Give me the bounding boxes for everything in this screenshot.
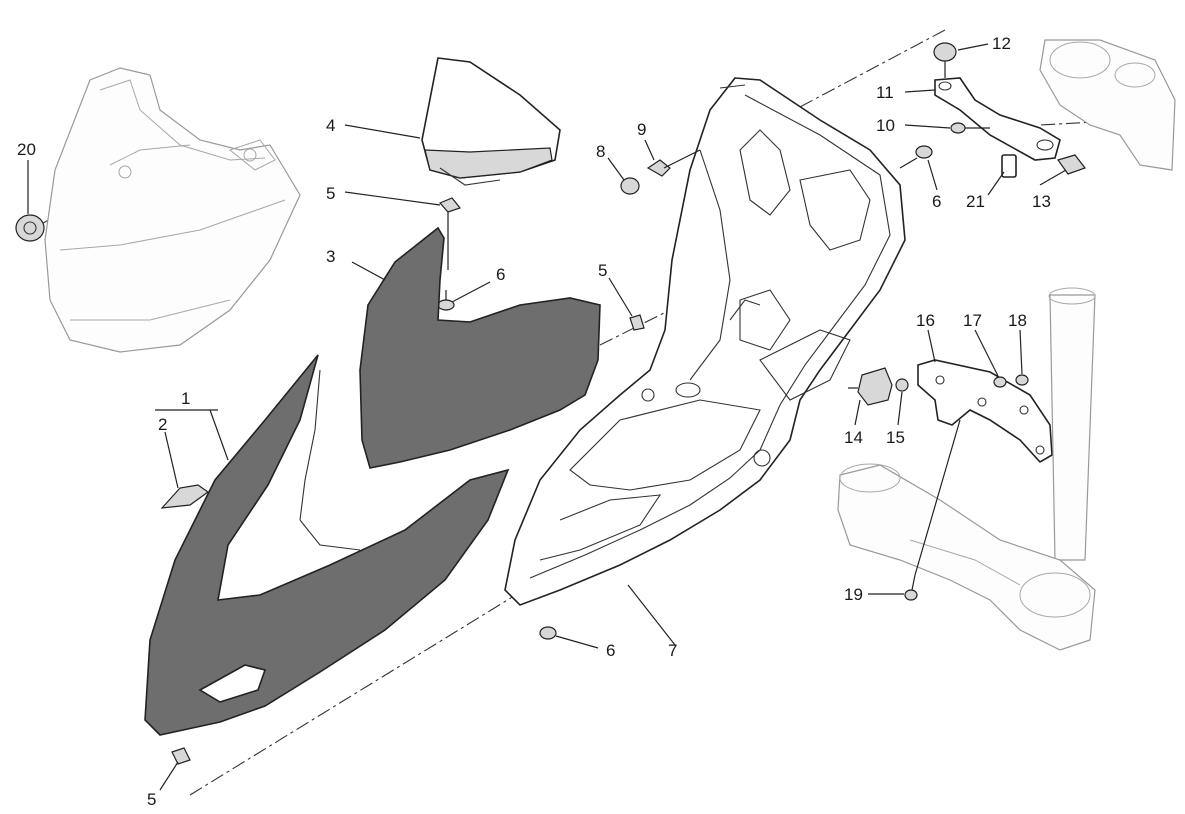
clip-21	[1001, 154, 1017, 178]
callout-9: 9	[637, 120, 646, 139]
callout-16: 16	[916, 311, 935, 330]
bracket-11	[934, 77, 1061, 161]
callout-7: 7	[668, 641, 677, 660]
callout-2: 2	[158, 415, 167, 434]
top-clamp	[1039, 39, 1176, 171]
screw-19	[904, 419, 961, 601]
callout-17: 17	[963, 311, 982, 330]
callout-8: 8	[596, 142, 605, 161]
cover-4	[421, 57, 561, 186]
clip-5-top	[438, 197, 462, 213]
fastener-13	[1057, 154, 1086, 175]
callout-10: 10	[876, 116, 895, 135]
callout-15: 15	[886, 428, 905, 447]
callout-6-right: 6	[932, 192, 941, 211]
leader-lines	[27, 43, 1067, 791]
washer-15	[895, 378, 909, 392]
lens-2	[160, 484, 210, 509]
callout-12: 12	[992, 34, 1011, 53]
clip-5-bottom	[171, 747, 191, 765]
callout-5-bottom: 5	[147, 790, 156, 809]
screw-18	[1015, 374, 1029, 386]
rubber-12	[933, 42, 957, 78]
inner-frame-7	[504, 77, 906, 606]
callout-1: 1	[181, 389, 190, 408]
nut-8	[620, 177, 640, 195]
callout-14: 14	[844, 428, 863, 447]
panel-3	[359, 226, 601, 469]
clip-5-mid	[629, 314, 645, 331]
callout-18: 18	[1008, 311, 1027, 330]
screw-10	[950, 122, 990, 134]
callout-6-upper: 6	[496, 265, 505, 284]
fairing-1	[144, 354, 510, 736]
headlight-unit	[44, 67, 301, 353]
callout-4: 4	[326, 116, 335, 135]
callout-19: 19	[844, 585, 863, 604]
callout-5-mid: 5	[598, 261, 607, 280]
callout-21: 21	[966, 192, 985, 211]
callout-3: 3	[326, 247, 335, 266]
screw-6-upper	[437, 290, 455, 311]
callout-13: 13	[1032, 192, 1051, 211]
screw-6-bottom	[539, 626, 557, 640]
callout-5-top: 5	[326, 184, 335, 203]
screw-6-right	[899, 145, 933, 169]
fork-lower-clamp	[837, 287, 1096, 651]
damper-14	[848, 367, 893, 406]
grommet-20	[15, 214, 45, 242]
callout-6-bottom: 6	[606, 641, 615, 660]
callout-11: 11	[876, 83, 894, 102]
bolt-9	[646, 149, 701, 177]
washer-17	[993, 376, 1007, 388]
callout-labels: 1 2 3 4 5 5 5 6 6 6 7 8 9 10 11 12 13 14…	[17, 34, 1051, 809]
bracket-16	[917, 359, 1053, 464]
callout-20: 20	[17, 140, 36, 159]
